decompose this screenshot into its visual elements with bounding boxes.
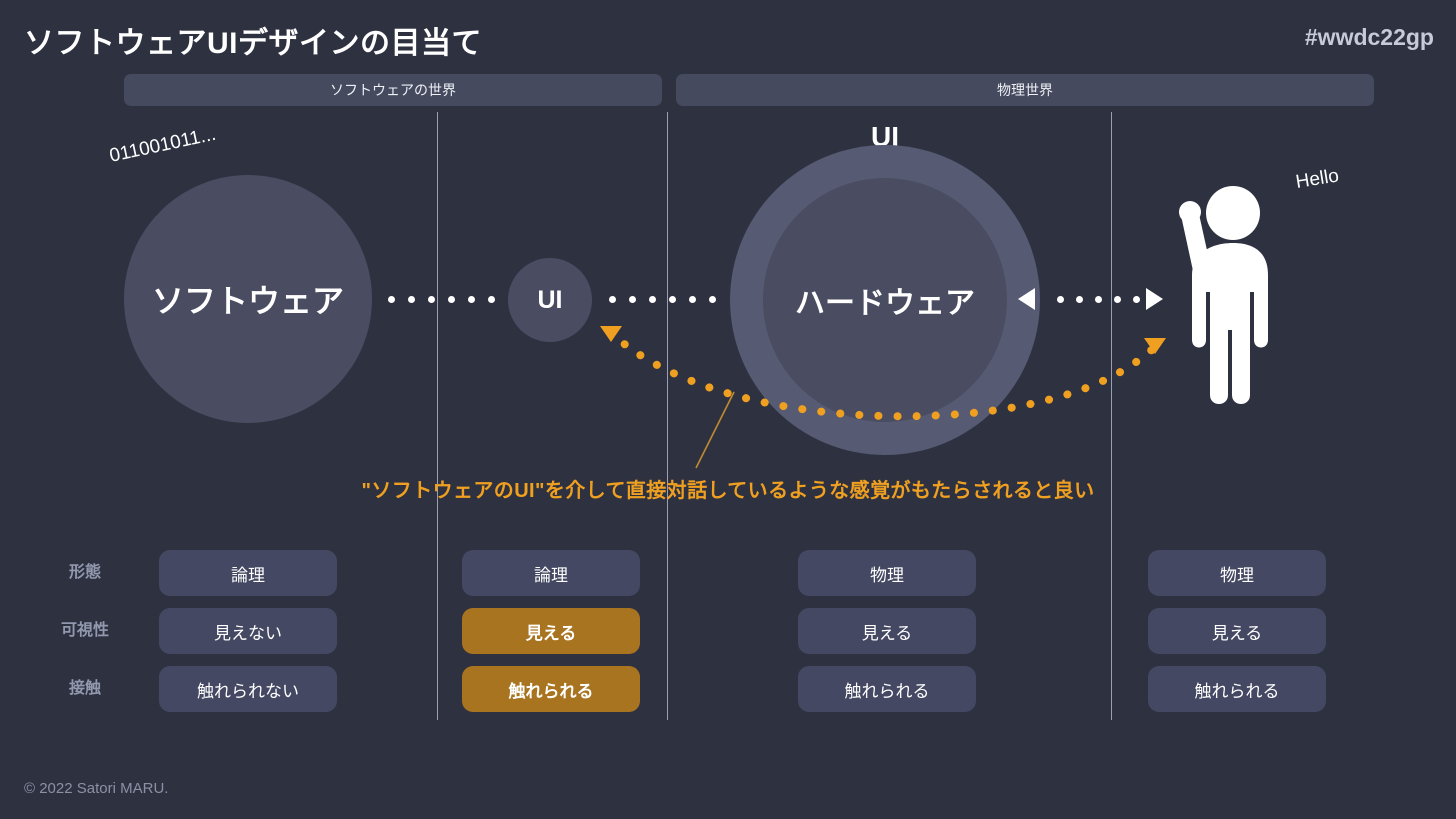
world-bar-software: ソフトウェアの世界 [124,74,662,106]
attr-cell: 触れられる [462,666,640,712]
dot [1076,296,1083,303]
software-circle-label: ソフトウェア [151,283,344,319]
binary-code-text: 011001011... [107,123,218,167]
orange-arrow-right-icon [1144,338,1166,354]
dot [428,296,435,303]
hashtag-label: #wwdc22gp [1304,24,1434,50]
dot [609,296,616,303]
orange-arrow-left-icon [600,326,622,342]
arrow-left-icon [1018,288,1035,310]
page-title: ソフトウェアUIデザインの目当て [24,27,482,60]
dot [448,296,455,303]
caption-leader-line [695,391,735,469]
dot [388,296,395,303]
hardware-circle-label: ハードウェア [795,287,975,320]
attr-cell: 論理 [462,550,640,596]
software-ui-circle: UI [508,258,592,342]
dot [1133,296,1140,303]
software-circle: ソフトウェア [124,175,372,423]
dot [629,296,636,303]
dot [468,296,475,303]
dot [1057,296,1064,303]
dot [689,296,696,303]
table-row: 形態 論理 論理 物理 物理 [0,550,1456,596]
column-divider-1 [437,112,438,720]
connector-dots-hardware-person [1057,296,1140,303]
table-row: 可視性 見えない 見える 見える 見える [0,608,1456,654]
dot [1095,296,1102,303]
dot [1114,296,1121,303]
attr-cell: 見えない [159,608,337,654]
world-bar-software-label: ソフトウェアの世界 [330,82,456,98]
attr-cell: 見える [462,608,640,654]
connector-dots-software-ui [388,296,495,303]
diagram-caption: "ソフトウェアのUI"を介して直接対話しているような感覚がもたらされると良い [361,480,1095,502]
attr-row-label: 可視性 [60,622,109,639]
person-icon [1179,186,1268,404]
attr-cell: 触れられる [1148,666,1326,712]
column-divider-3 [1111,112,1112,720]
attr-cell: 論理 [159,550,337,596]
attr-row-label: 形態 [68,564,101,581]
dot [649,296,656,303]
attr-cell: 物理 [798,550,976,596]
hello-label: Hello [1294,165,1341,193]
column-divider-2 [667,112,668,720]
attr-cell: 触れられない [159,666,337,712]
table-row: 接触 触れられない 触れられる 触れられる 触れられる [0,666,1456,712]
copyright-footer: © 2022 Satori MARU. [24,780,169,797]
hardware-circle: ハードウェア [763,178,1007,422]
connector-dots-ui-hardware [609,296,716,303]
attr-row-label: 接触 [68,680,101,697]
attr-cell: 見える [1148,608,1326,654]
dot [408,296,415,303]
arrow-right-icon [1146,288,1163,310]
world-bar-physical: 物理世界 [676,74,1374,106]
attr-cell: 触れられる [798,666,976,712]
orange-interaction-path [606,328,1160,421]
software-ui-circle-label: UI [537,285,563,314]
attr-cell: 見える [798,608,976,654]
dot [709,296,716,303]
dot [669,296,676,303]
world-bar-physical-label: 物理世界 [997,82,1053,98]
dot [488,296,495,303]
attr-cell: 物理 [1148,550,1326,596]
